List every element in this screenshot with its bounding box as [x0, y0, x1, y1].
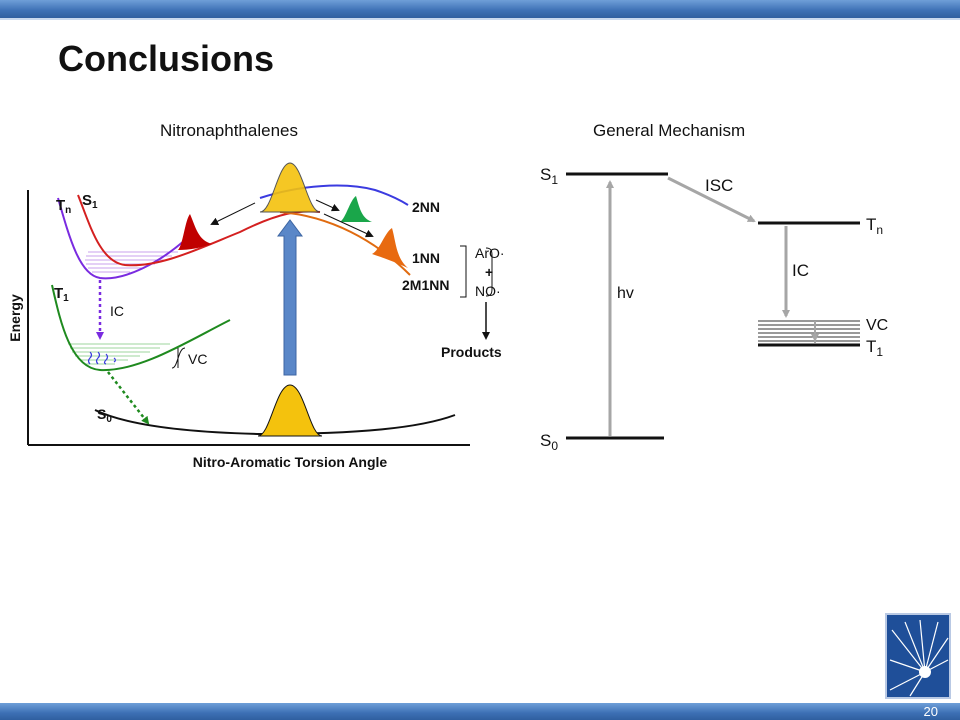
vc-wavy-arrows	[87, 351, 117, 365]
orange-wavepacket	[372, 228, 408, 268]
vc-levels	[758, 320, 860, 342]
tn-curve	[57, 197, 186, 280]
product-bracket-left	[460, 245, 467, 298]
t1-label-left: T1	[54, 285, 69, 304]
s1-label-right: S1	[540, 165, 558, 187]
red-wavepacket	[178, 214, 212, 250]
no-label: NO·	[475, 283, 501, 299]
hv-label: hv	[617, 285, 634, 302]
slide-top-bar	[0, 0, 960, 18]
2nn-label: 2NN	[412, 199, 440, 215]
slide-bottom-bar	[0, 703, 960, 720]
slide-number: 20	[923, 704, 938, 719]
x-axis-label: Nitro-Aromatic Torsion Angle	[193, 454, 388, 470]
ic-label-right: IC	[792, 261, 809, 280]
left-panel-caption: Nitronaphthalenes	[160, 121, 298, 140]
s0-curve	[94, 409, 456, 436]
t1-label-right: T1	[866, 337, 883, 359]
vc-label-left: VC	[188, 351, 207, 367]
branch-arrow-left	[210, 202, 256, 225]
isc-label: ISC	[705, 176, 733, 195]
s0-label-left: S0	[97, 406, 112, 425]
product-bracket-right	[485, 247, 493, 297]
institution-logo	[885, 613, 951, 699]
isc-arrow	[667, 176, 756, 223]
tn-label-left: Tn	[56, 197, 71, 216]
s1-curve	[77, 194, 321, 267]
right-mechanism-diagram: S1 S0 Tn T1 VC ISC IC hv	[540, 165, 888, 453]
slide-top-bar-rule	[0, 18, 960, 20]
branch-arrow-2nn	[315, 199, 340, 212]
2m1nn-label: 2M1NN	[402, 277, 449, 293]
products-label: Products	[441, 344, 502, 360]
tn-label-right: Tn	[866, 215, 883, 237]
s0-label-right: S0	[540, 431, 558, 453]
aro-label: ArO·	[475, 245, 505, 261]
t1-vibrational-levels	[68, 343, 170, 365]
ground-state-gaussian	[257, 384, 323, 437]
left-energy-diagram: Energy Nitro-Aromatic Torsion Angle	[7, 162, 505, 470]
t1-curve	[51, 284, 231, 372]
plus-label: +	[485, 264, 493, 280]
vc-label-right: VC	[866, 317, 888, 334]
excited-state-gaussian	[259, 162, 321, 213]
slide-title: Conclusions	[58, 38, 275, 79]
excitation-arrow	[277, 219, 303, 376]
right-panel-caption: General Mechanism	[593, 121, 746, 140]
1nn-label: 1NN	[412, 250, 440, 266]
ic-label-left: IC	[110, 303, 124, 319]
y-axis-label: Energy	[7, 294, 23, 342]
1nn-curve	[279, 211, 411, 276]
green-wavepacket	[340, 196, 372, 222]
s1-label-left: S1	[82, 192, 98, 211]
t1-to-s0-arrow	[107, 371, 150, 425]
branch-arrow-1nn	[323, 213, 374, 238]
